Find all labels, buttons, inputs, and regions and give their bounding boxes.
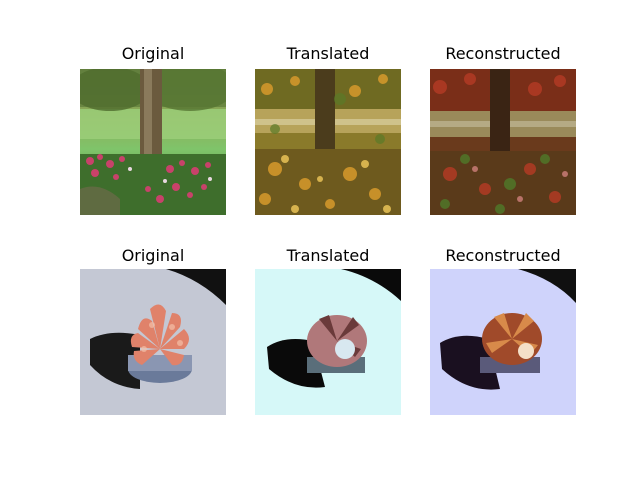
orchard-translated-image bbox=[255, 69, 401, 215]
fruit-translated-image bbox=[255, 269, 401, 415]
panel-title-r1c1: Original bbox=[121, 44, 185, 63]
orchard-reconstructed-image bbox=[430, 69, 576, 215]
fruit-reconstructed-image bbox=[430, 269, 576, 415]
orchard-original-image bbox=[80, 69, 226, 215]
panel-title-r2c3: Reconstructed bbox=[445, 246, 561, 265]
fruit-original-image bbox=[80, 269, 226, 415]
panel-title-r1c2: Translated bbox=[286, 44, 370, 63]
panel-title-r2c1: Original bbox=[121, 246, 185, 265]
panel-title-r1c3: Reconstructed bbox=[445, 44, 561, 63]
panel-title-r2c2: Translated bbox=[286, 246, 370, 265]
